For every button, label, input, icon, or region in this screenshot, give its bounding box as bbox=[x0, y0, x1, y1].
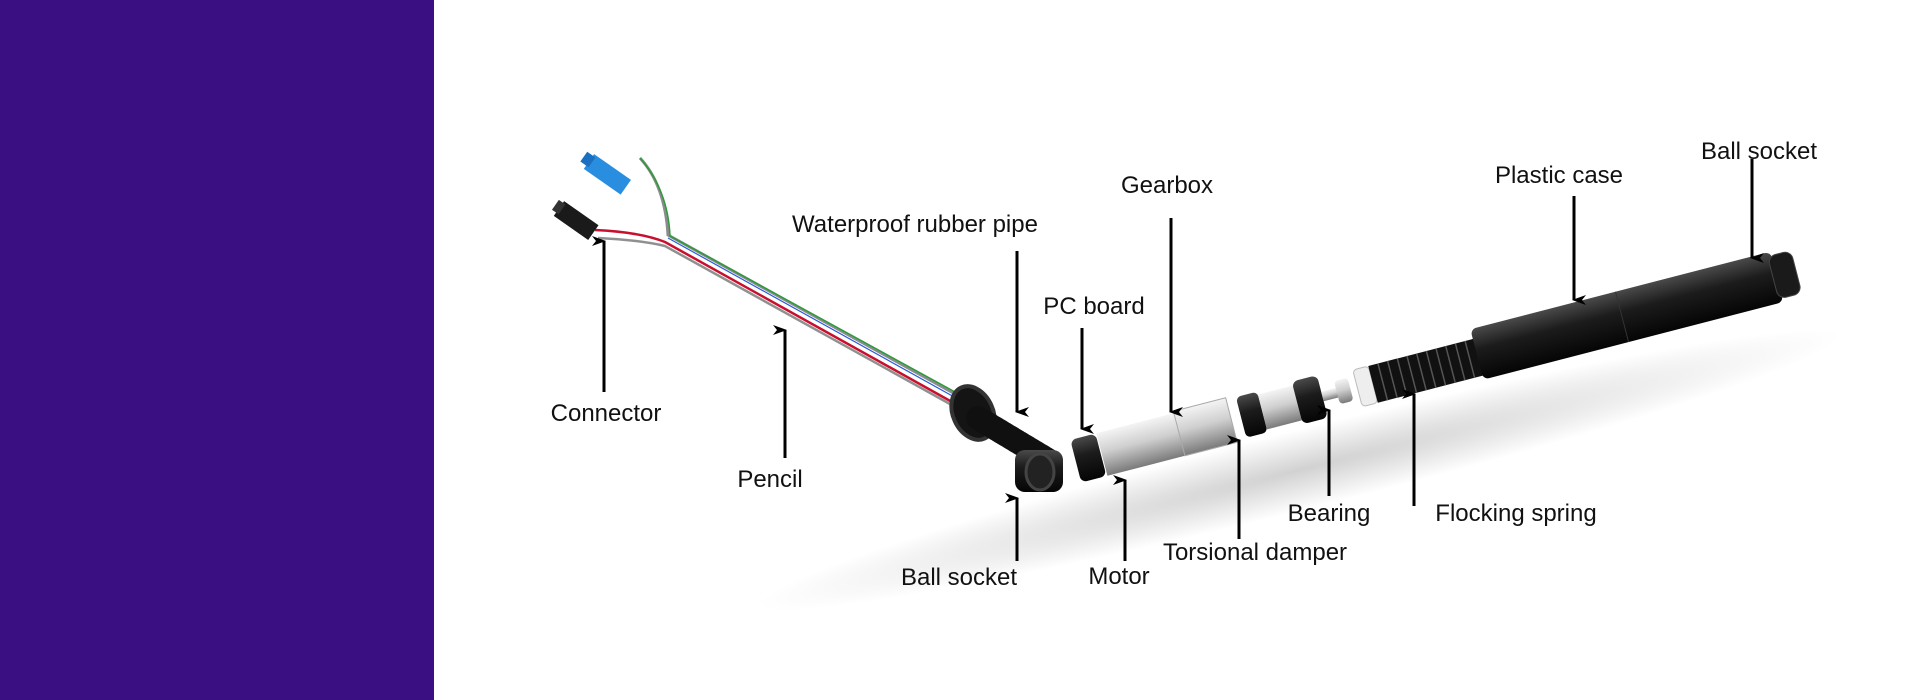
label-motor: Motor bbox=[1088, 563, 1150, 590]
label-pc-board: PC board bbox=[1043, 293, 1145, 320]
side-panel bbox=[0, 0, 434, 700]
end-ball-socket-left bbox=[1015, 450, 1063, 492]
plastic-case bbox=[1471, 252, 1783, 379]
torsional-damper bbox=[1236, 392, 1267, 437]
ground-shadow bbox=[756, 329, 1844, 611]
label-plastic-case: Plastic case bbox=[1494, 162, 1624, 189]
blue-connector bbox=[580, 151, 631, 195]
gearbox bbox=[1172, 397, 1238, 457]
label-flocking-spring: Flocking spring bbox=[1435, 500, 1597, 527]
label-pencil: Pencil bbox=[737, 466, 803, 493]
label-torsional-damper: Torsional damper bbox=[1162, 539, 1348, 566]
label-ball-socket-right: Ball socket bbox=[1700, 138, 1818, 165]
end-ball-socket-right bbox=[1768, 251, 1801, 298]
label-bearing: Bearing bbox=[1287, 500, 1371, 527]
label-connector: Connector bbox=[550, 400, 662, 427]
pc-board bbox=[1071, 434, 1106, 482]
motor bbox=[1096, 413, 1185, 476]
black-connector bbox=[551, 199, 599, 240]
label-waterproof-rubber-pipe: Waterproof rubber pipe bbox=[792, 211, 1038, 238]
flocking-spring bbox=[1368, 338, 1485, 403]
label-ball-socket-left: Ball socket bbox=[900, 564, 1018, 591]
label-gearbox: Gearbox bbox=[1120, 172, 1214, 199]
wire-harness bbox=[594, 156, 978, 416]
bearing bbox=[1334, 378, 1353, 404]
